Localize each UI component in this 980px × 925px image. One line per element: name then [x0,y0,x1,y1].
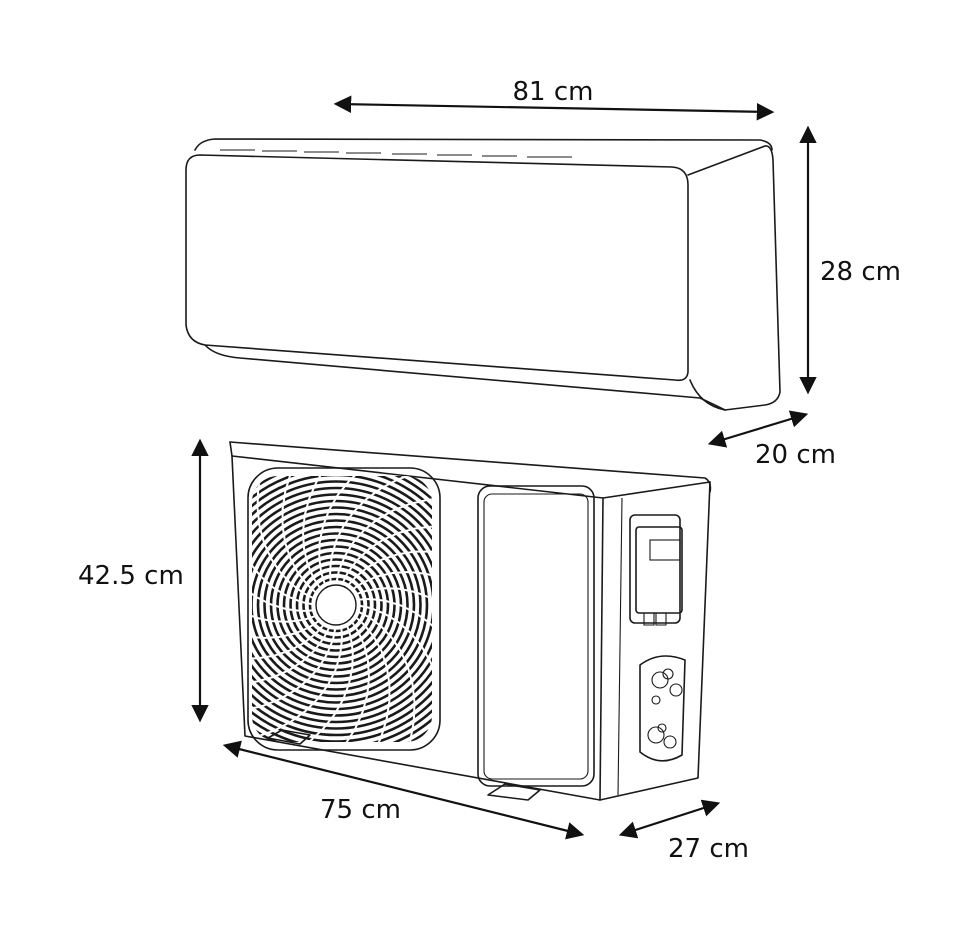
dim-arrow-outdoor-depth [618,799,721,839]
dim-arrow-outdoor-width [222,740,585,840]
grille-spoke [315,618,371,742]
grille-ring [252,476,432,737]
grille-ring [252,493,432,717]
grille-spoke [252,623,332,685]
dim-arrow-indoor-width [333,95,775,121]
grille-ring [308,577,364,633]
grille-ring [252,499,432,711]
outdoor-unit [229,441,712,801]
grille-spoke [355,597,432,707]
grille-spoke [354,609,416,742]
label-outdoor-width: 75 cm [320,795,401,825]
grille-ring [289,558,383,652]
side-panel [477,485,595,787]
grille-spoke [345,550,432,589]
fan-grille [252,476,432,742]
indoor-unit [185,138,781,411]
grille-ring [256,525,416,685]
grille-ring [282,551,390,659]
grille-spoke [352,614,391,742]
grille-spoke [318,476,399,589]
grille-spoke [252,624,337,713]
grille-spoke [352,587,432,668]
grille-spoke [349,570,432,626]
label-outdoor-depth: 27 cm [668,834,749,864]
label-outdoor-height: 42.5 cm [78,561,184,591]
grille-spoke [355,604,432,739]
label-indoor-width: 81 cm [513,77,594,107]
grille-ring [263,532,409,678]
grille-ring [302,571,370,639]
grille-ring [252,480,432,730]
grille-spoke [252,542,320,623]
grille-spoke [301,476,357,592]
grille-ring [276,545,396,665]
grille-spoke [281,476,320,596]
service-valves [639,655,686,762]
grille-spoke [340,525,432,587]
dim-arrow-indoor-depth [707,410,809,448]
grille-spoke [328,476,432,586]
grille-ring [295,564,377,646]
grille-ring [252,512,429,698]
fan-hub [315,584,357,626]
grille-spoke [252,624,344,742]
dimension-lines [191,95,817,840]
grille-ring [252,506,432,704]
grille-spoke [252,621,327,660]
indoor-vent-slots [220,149,572,158]
grille-spoke [335,497,432,586]
grille-spoke [252,476,317,606]
grille-spoke [252,584,323,640]
electrical-box [629,514,683,626]
grille-ring [252,486,432,724]
grille-spoke [252,503,317,613]
grille-spoke [273,621,354,742]
label-indoor-depth: 20 cm [755,440,836,470]
label-indoor-height: 28 cm [820,257,901,287]
grille-ring [252,519,422,691]
